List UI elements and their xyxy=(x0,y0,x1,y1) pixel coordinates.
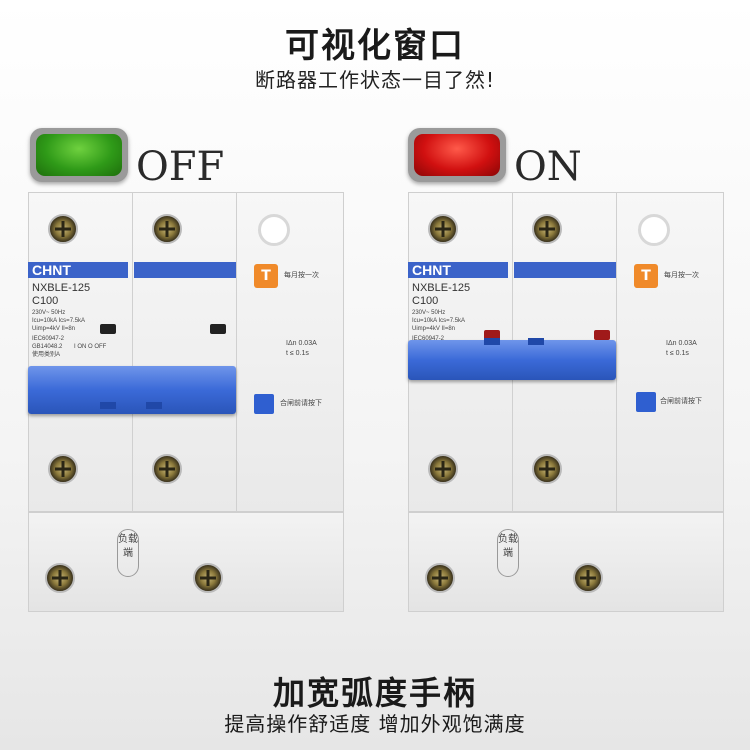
breaker-handle[interactable] xyxy=(28,366,236,414)
load-side-label: 负载端 xyxy=(117,529,139,577)
model-number: NXBLE-125 xyxy=(32,282,91,294)
page-title: 可视化窗口 xyxy=(285,26,465,66)
load-screw-icon xyxy=(45,563,75,593)
breaker-body xyxy=(28,192,344,512)
spec-line: Icu=10kA Ics=7.5kA xyxy=(412,318,466,324)
terminal-hole xyxy=(638,214,670,246)
breaker-handle[interactable] xyxy=(408,338,616,380)
use-note: 使用类别A xyxy=(32,352,61,358)
terminal-screw-icon xyxy=(152,454,182,484)
brand-bar xyxy=(28,262,128,278)
rating: C100 xyxy=(32,295,59,307)
reset-button[interactable] xyxy=(254,394,274,414)
reset-label: 合闸前请按下 xyxy=(660,398,702,405)
on-indicator-lamp xyxy=(408,128,506,182)
standard-label: GB14048.2 xyxy=(32,344,63,350)
load-side-label: 负载端 xyxy=(497,529,519,577)
status-window xyxy=(484,330,500,340)
standard-label: IEC60947-2 xyxy=(32,336,65,342)
load-screw-icon xyxy=(425,563,455,593)
trip-time: t ≤ 0.1s xyxy=(666,350,689,357)
test-button[interactable]: T xyxy=(634,264,658,288)
load-terminal-cover: 负载端 xyxy=(28,512,344,612)
brand-logo: CHNT xyxy=(32,262,71,278)
terminal-screw-icon xyxy=(48,454,78,484)
test-button[interactable]: T xyxy=(254,264,278,288)
feature-title: 加宽弧度手柄 xyxy=(272,674,477,712)
red-lamp-icon xyxy=(414,134,500,176)
reset-label: 合闸前请按下 xyxy=(280,400,322,407)
on-off-legend: I ON O OFF xyxy=(74,344,107,350)
residual-current: IΔn 0.03A xyxy=(666,340,697,347)
load-screw-icon xyxy=(573,563,603,593)
spec-line: Uimp=4kV II=8n xyxy=(412,326,456,332)
spec-line: Uimp=4kV II=8n xyxy=(32,326,76,332)
terminal-screw-icon xyxy=(428,214,458,244)
off-indicator-lamp xyxy=(30,128,128,182)
model-number: NXBLE-125 xyxy=(412,282,471,294)
terminal-screw-icon xyxy=(532,454,562,484)
terminal-screw-icon xyxy=(48,214,78,244)
brand-logo: CHNT xyxy=(412,262,451,278)
status-window xyxy=(210,324,226,334)
green-lamp-icon xyxy=(36,134,122,176)
trip-time: t ≤ 0.1s xyxy=(286,350,309,357)
feature-subtitle: 提高操作舒适度 增加外观饱满度 xyxy=(224,712,526,736)
status-window xyxy=(100,324,116,334)
on-state-label: ON xyxy=(514,144,582,190)
spec-line: 230V~ 50Hz xyxy=(412,310,446,316)
terminal-hole xyxy=(258,214,290,246)
terminal-screw-icon xyxy=(532,214,562,244)
residual-current: IΔn 0.03A xyxy=(286,340,317,347)
load-screw-icon xyxy=(193,563,223,593)
spec-line: 230V~ 50Hz xyxy=(32,310,66,316)
load-terminal-cover: 负载端 xyxy=(408,512,724,612)
breaker-off: CHNT NXBLE-125 C100 230V~ 50Hz Icu=10kA … xyxy=(28,192,344,612)
spec-line: Icu=10kA Ics=7.5kA xyxy=(32,318,86,324)
rating: C100 xyxy=(412,295,439,307)
status-window xyxy=(594,330,610,340)
test-label: 每月按一次 xyxy=(664,272,699,279)
reset-button[interactable] xyxy=(636,392,656,412)
page-subtitle: 断路器工作状态一目了然! xyxy=(254,68,496,92)
terminal-screw-icon xyxy=(428,454,458,484)
standard-label: IEC60947-2 xyxy=(412,336,445,342)
terminal-screw-icon xyxy=(152,214,182,244)
test-label: 每月按一次 xyxy=(284,272,319,279)
breaker-on: CHNT NXBLE-125 C100 230V~ 50Hz Icu=10kA … xyxy=(408,192,724,612)
off-state-label: OFF xyxy=(136,144,225,190)
